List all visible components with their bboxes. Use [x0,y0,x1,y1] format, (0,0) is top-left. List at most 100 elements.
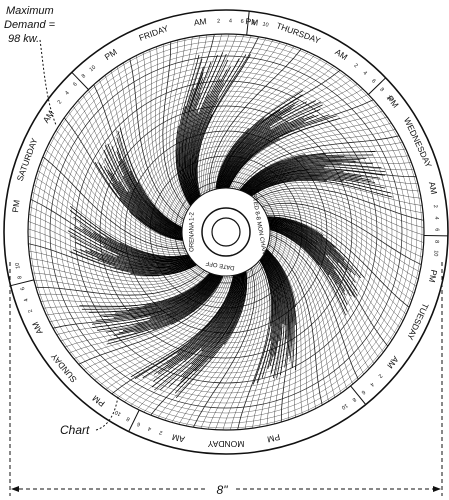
demand-trace-line [216,109,281,196]
demand-trace-line [142,268,237,379]
grid-time-arc [199,38,267,204]
demand-trace-line [118,269,223,334]
period-pm-label: PM [266,432,281,445]
grid-circle [79,85,373,379]
demand-trace-line [260,248,289,368]
demand-trace-line [69,251,202,275]
grid-time-arc [253,202,422,266]
demand-trace-line [150,269,220,318]
grid-time-arc [257,211,415,294]
demand-trace-line [103,268,218,317]
hour-label: 2 [159,429,164,436]
grid-time-arc [252,198,424,251]
demand-trace-line [178,58,203,210]
grid-time-arc [260,239,323,406]
hour-label: 4 [362,70,368,77]
demand-trace-line [238,160,356,197]
demand-trace-line [243,171,361,199]
day-boundary-tick [246,11,250,36]
demand-trace-line [258,250,283,379]
demand-trace-line [185,109,198,207]
demand-trace-line [144,267,215,306]
demand-trace-line [189,59,229,206]
demand-trace-line [260,246,294,342]
demand-trace-line [153,268,238,375]
dimension-arrow-right [433,486,441,492]
demand-trace-line [261,245,298,371]
demand-trace-line [79,248,201,272]
hub-text-left: ORENANA 1-2 [190,212,196,252]
demand-trace-line [194,265,245,372]
demand-trace-line [262,222,358,296]
demand-trace-line [116,147,189,233]
demand-trace-line [81,267,215,310]
grid-time-arc [32,263,209,289]
demand-trace-line [69,235,199,268]
grid-time-arc [260,241,316,409]
grid-time-arc [231,122,392,197]
demand-trace-line [85,249,201,271]
demand-trace-line [221,104,323,195]
demand-trace-line [80,225,197,261]
hour-label: 8 [351,396,357,403]
grid-time-arc [203,41,281,202]
grid-time-arc [55,130,192,243]
grid-time-arc [229,116,388,197]
grid-time-arc [78,267,227,365]
demand-trace-line [113,269,223,336]
demand-trace-line [187,53,227,206]
demand-traces [67,52,393,398]
demand-trace-line [104,158,189,238]
demand-trace-line [118,160,189,234]
demand-trace-line [106,269,225,345]
demand-trace-line [263,227,320,266]
demand-trace-line [188,94,210,206]
hub-text-bottom: DATE OFF [205,259,235,270]
demand-trace-line [113,260,202,275]
demand-trace-line [127,191,189,237]
demand-trace-line [244,174,359,200]
grid-time-arc [149,49,193,221]
grid-time-arc [261,229,370,370]
demand-trace-line [223,264,248,345]
demand-trace-line [259,249,285,379]
demand-trace-line [151,267,240,388]
demand-trace-line [91,269,219,325]
demand-trace-line [245,177,344,200]
demand-trace-line [103,245,198,264]
grid-time-arc [208,48,302,200]
demand-trace-line [263,225,338,285]
demand-trace-line [256,253,275,342]
demand-trace-line [257,252,277,355]
demand-trace-line [242,169,344,199]
hour-label: 8 [17,275,24,279]
demand-trace-line [216,118,265,196]
demand-trace-line [134,269,224,333]
hour-label: 10 [432,250,439,257]
grid-time-arc [142,52,192,222]
demand-trace-line [218,107,292,195]
demand-trace-line [128,268,216,310]
grid-time-arc [257,213,412,301]
demand-trace-line [119,127,189,231]
hour-label: 8 [252,20,256,26]
grid-time-arc [59,123,192,242]
period-am-label: AM [171,432,186,445]
demand-trace-line [187,112,199,207]
demand-trace-line [224,121,305,195]
grid-time-arc [250,193,425,236]
grid-time-arc [196,36,260,205]
demand-trace-line [118,181,189,238]
day-boundary-tick [128,409,140,432]
grid-time-arc [172,36,196,213]
demand-trace-line [225,137,280,195]
period-am-label: AM [193,16,207,27]
hour-label: 4 [147,425,152,432]
grid-time-arc [256,209,417,287]
demand-trace-line [116,256,199,267]
demand-trace-line [258,250,284,324]
grid-time-arc [230,255,268,431]
grid-circle [49,55,403,409]
grid-time-arc [83,267,228,370]
grid-time-arc [233,135,400,198]
